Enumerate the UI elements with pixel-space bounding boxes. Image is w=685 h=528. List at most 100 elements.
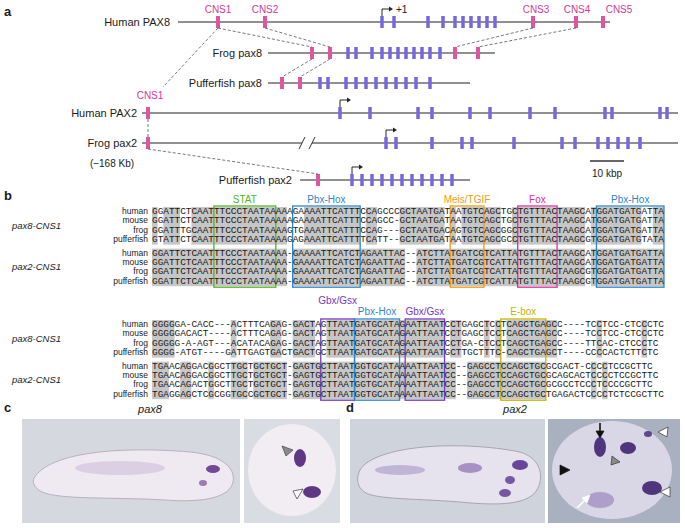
tss-arrowhead bbox=[393, 128, 397, 133]
exon bbox=[404, 47, 408, 59]
exon bbox=[354, 47, 358, 59]
homology-dash bbox=[265, 28, 330, 47]
motif-label: Pbx-Hox bbox=[358, 306, 396, 317]
exon bbox=[493, 16, 497, 28]
gene-label: Frog pax2 bbox=[87, 137, 137, 149]
exon bbox=[553, 107, 557, 119]
exon bbox=[440, 174, 444, 186]
stain bbox=[594, 437, 606, 457]
photo-background bbox=[548, 419, 680, 523]
exon bbox=[350, 174, 354, 186]
exon bbox=[370, 174, 374, 186]
cns-mark bbox=[453, 47, 457, 59]
motif-label: Fox bbox=[529, 194, 546, 205]
sequence-row: GGGGGACACT----ACTTTCAGAG-GACTAGTTAATGATG… bbox=[152, 329, 664, 338]
exon bbox=[338, 107, 342, 119]
motif-label: Meis/TGIF bbox=[444, 194, 491, 205]
exon bbox=[430, 137, 434, 149]
sequence-row: TGAACAGGACGGCTTGCTGCTGCT-GAGTGCTTAATGGTG… bbox=[152, 371, 658, 380]
alignment-group-label: pax8-CNS1 bbox=[12, 334, 61, 344]
exon bbox=[610, 107, 614, 119]
exon bbox=[416, 107, 420, 119]
cns-mark bbox=[216, 16, 220, 28]
exon bbox=[412, 47, 416, 59]
arrowhead bbox=[560, 465, 570, 475]
exon bbox=[374, 77, 378, 89]
exon bbox=[394, 77, 398, 89]
exon bbox=[380, 16, 384, 28]
tss-arrowhead bbox=[347, 98, 351, 103]
exon bbox=[344, 77, 348, 89]
alignment-group-label: pax2-CNS1 bbox=[12, 262, 61, 272]
motif-label: E-box bbox=[510, 306, 536, 317]
stain bbox=[505, 476, 515, 484]
exon bbox=[318, 77, 322, 89]
photo-background bbox=[350, 419, 545, 523]
exon bbox=[380, 174, 384, 186]
exon bbox=[428, 77, 432, 89]
exon bbox=[426, 16, 430, 28]
panel-letter: b bbox=[4, 189, 12, 203]
exon bbox=[469, 16, 473, 28]
exon bbox=[528, 107, 532, 119]
exon bbox=[438, 47, 442, 59]
alignment-group-label: pax2-CNS1 bbox=[12, 375, 61, 385]
exon bbox=[461, 16, 465, 28]
exon bbox=[392, 16, 396, 28]
exon bbox=[326, 77, 330, 89]
gene-track bbox=[142, 128, 678, 150]
exon bbox=[346, 47, 350, 59]
species-label: human bbox=[122, 207, 148, 216]
cns-mark bbox=[263, 16, 267, 28]
cns-label: CNS3 bbox=[523, 4, 550, 15]
stain bbox=[206, 465, 220, 473]
stain bbox=[303, 486, 321, 498]
annotation: 10 kbp bbox=[592, 168, 622, 179]
species-label: frog bbox=[133, 267, 148, 276]
cns-mark bbox=[146, 137, 150, 149]
gene-maps bbox=[142, 7, 678, 187]
homology-dash bbox=[300, 59, 330, 77]
sequence-row: TGAACAGACTGGCTTGCTGCTGCT-GAGTGCTTAATGGTG… bbox=[152, 380, 653, 389]
exon bbox=[354, 77, 358, 89]
exon bbox=[388, 47, 392, 59]
panel-letter: a bbox=[4, 5, 11, 19]
arrowhead bbox=[658, 427, 668, 437]
exon bbox=[460, 137, 464, 149]
sequence-row: TGAGGAGCTCGCGGTGCCGCTGCT-GAGTGCTTAATGGTG… bbox=[152, 390, 664, 399]
species-label: human bbox=[122, 249, 148, 258]
cns-mark bbox=[310, 47, 314, 59]
stain bbox=[644, 431, 652, 437]
embryo bbox=[33, 450, 233, 501]
species-label: human bbox=[122, 320, 148, 329]
arrowhead bbox=[596, 431, 604, 438]
scale-bar bbox=[590, 160, 624, 162]
sequence-row: GGATTCTCAATTTCCCTAATAAAAAGAAAATTCATTTCCA… bbox=[152, 207, 664, 216]
tss-arrow bbox=[352, 167, 360, 174]
exon bbox=[430, 107, 434, 119]
genomic-line bbox=[142, 142, 302, 144]
gene-track bbox=[268, 47, 495, 59]
exon bbox=[606, 137, 610, 149]
exon bbox=[453, 16, 457, 28]
exon bbox=[394, 137, 398, 149]
arrowhead bbox=[293, 489, 303, 499]
exon bbox=[626, 137, 630, 149]
gene-track bbox=[142, 98, 678, 120]
stain bbox=[499, 489, 511, 497]
axis-break bbox=[299, 137, 305, 149]
genomic-line bbox=[142, 112, 678, 114]
gene-label: Pufferfish pax8 bbox=[189, 77, 262, 89]
homology-dash bbox=[282, 59, 312, 77]
exon bbox=[477, 16, 481, 28]
arrowhead bbox=[582, 495, 590, 503]
cns-label: CNS5 bbox=[606, 4, 633, 15]
sequence-row: GGGGG-A-AGT---ACATACAGAG-GACTAGTTAATGATG… bbox=[152, 339, 658, 348]
species-label: frog bbox=[133, 226, 148, 235]
sequence-row: GTATTCTCAATTTCCCTAATAAAAGAGAAATTCATTTTCA… bbox=[152, 235, 664, 244]
sequence-row: TGAACAGGACGGCTTGCTGCTGCT-GAGTGCTTAATGGTG… bbox=[152, 362, 653, 371]
sequence-row: GGATTCTCAATTTCCCTAATAAAA-GAAAATTCATCTAGA… bbox=[152, 258, 664, 267]
exon bbox=[596, 137, 600, 149]
cns-mark bbox=[298, 77, 302, 89]
